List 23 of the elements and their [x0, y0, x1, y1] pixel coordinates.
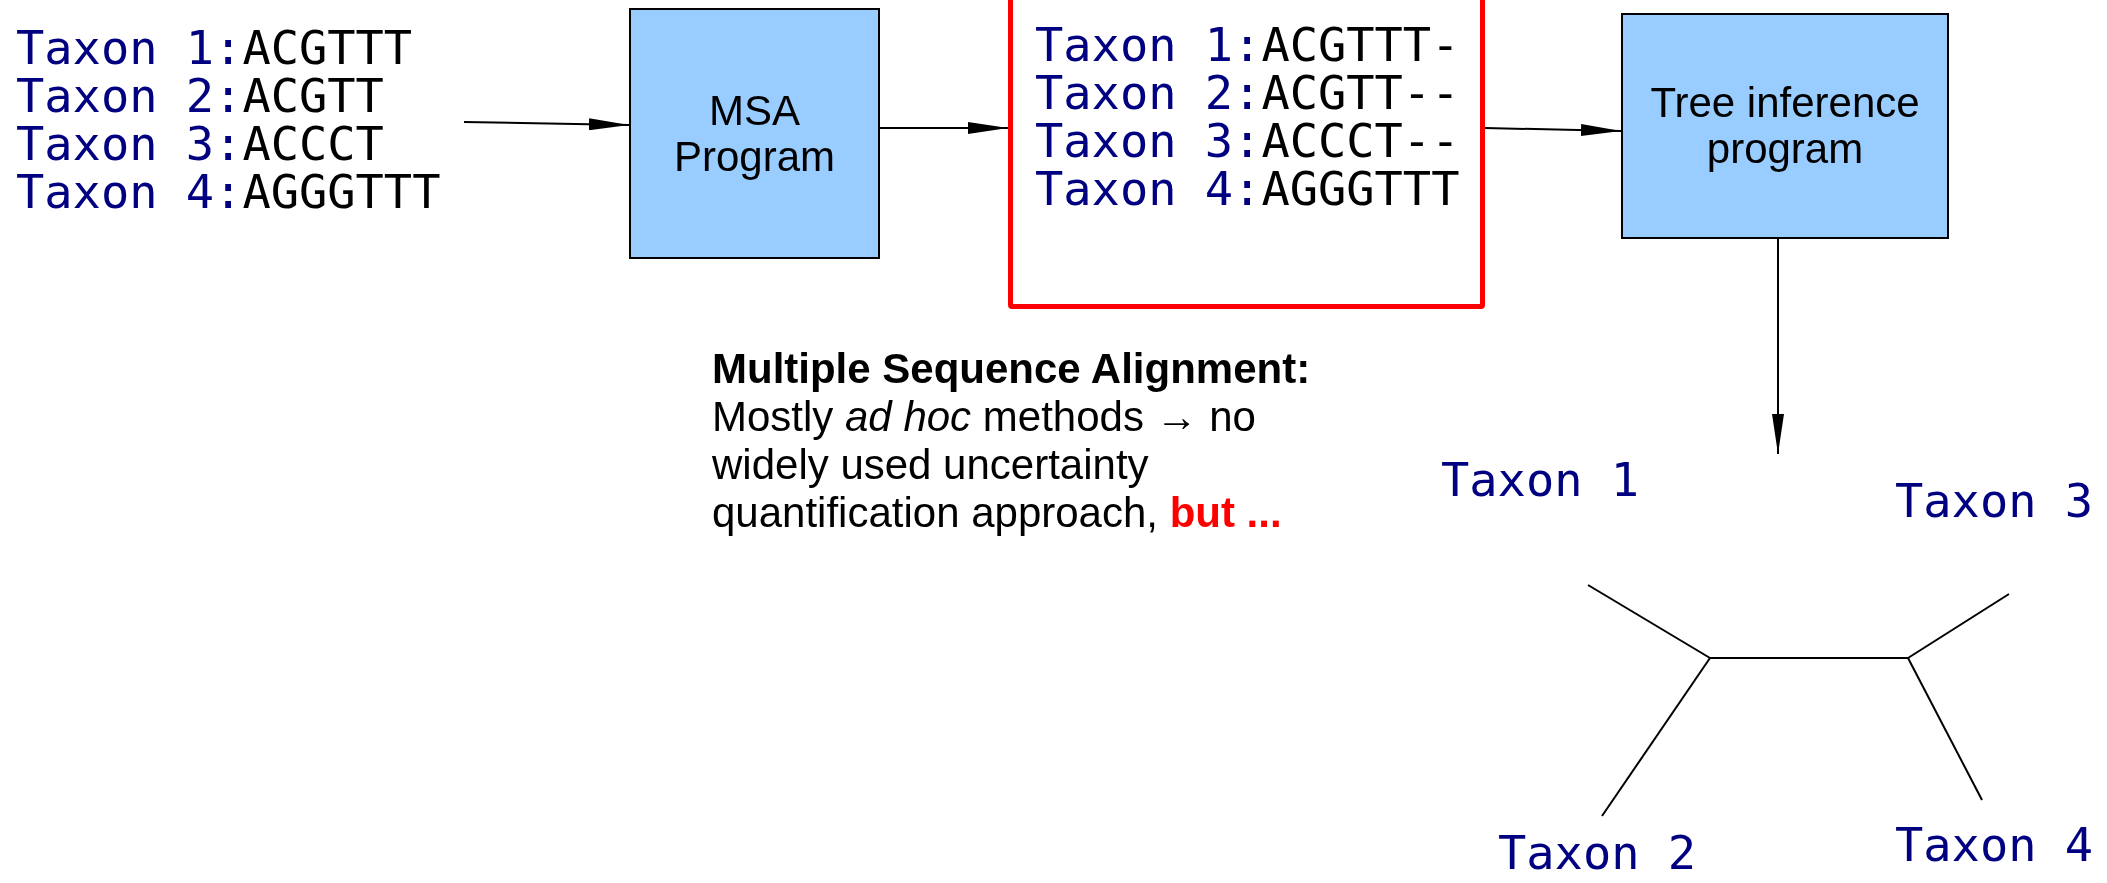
sequence-line: Taxon 3:ACCCT--: [1035, 117, 1461, 165]
process-box: [629, 8, 880, 259]
box-label: MSA Program: [672, 87, 837, 180]
sequence-line: Taxon 1:ACGTTT: [16, 24, 414, 72]
arrow: [1772, 238, 1784, 455]
heading: Multiple Sequence Alignment:: [712, 345, 1312, 393]
sequence-line: Taxon 4:AGGGTTT: [16, 168, 442, 216]
taxon-label: Taxon 2: [1498, 829, 1697, 877]
note-text: Mostly ad hoc methods → no widely used uncertainty quantification approach, but ...: [712, 393, 1283, 537]
sequence-line: Taxon 3:ACCCT: [16, 120, 385, 168]
sequence-line: Taxon 1:ACGTTT-: [1035, 21, 1461, 69]
sequence-line: Taxon 2:ACGTT: [16, 72, 385, 120]
process-box: [1621, 13, 1949, 239]
highlight-frame: [1008, 0, 1485, 309]
arrow: [463, 118, 630, 131]
arrow: [879, 122, 1009, 134]
box-label: Tree inference program: [1649, 80, 1921, 172]
sequence-line: Taxon 2:ACGTT--: [1035, 69, 1461, 117]
arrow: [1484, 124, 1622, 137]
sequence-line: Taxon 4:AGGGTTT: [1035, 165, 1461, 213]
taxon-label: Taxon 3: [1895, 477, 2094, 525]
taxon-label: Taxon 1: [1441, 456, 1640, 504]
taxon-label: Taxon 4: [1895, 821, 2094, 869]
